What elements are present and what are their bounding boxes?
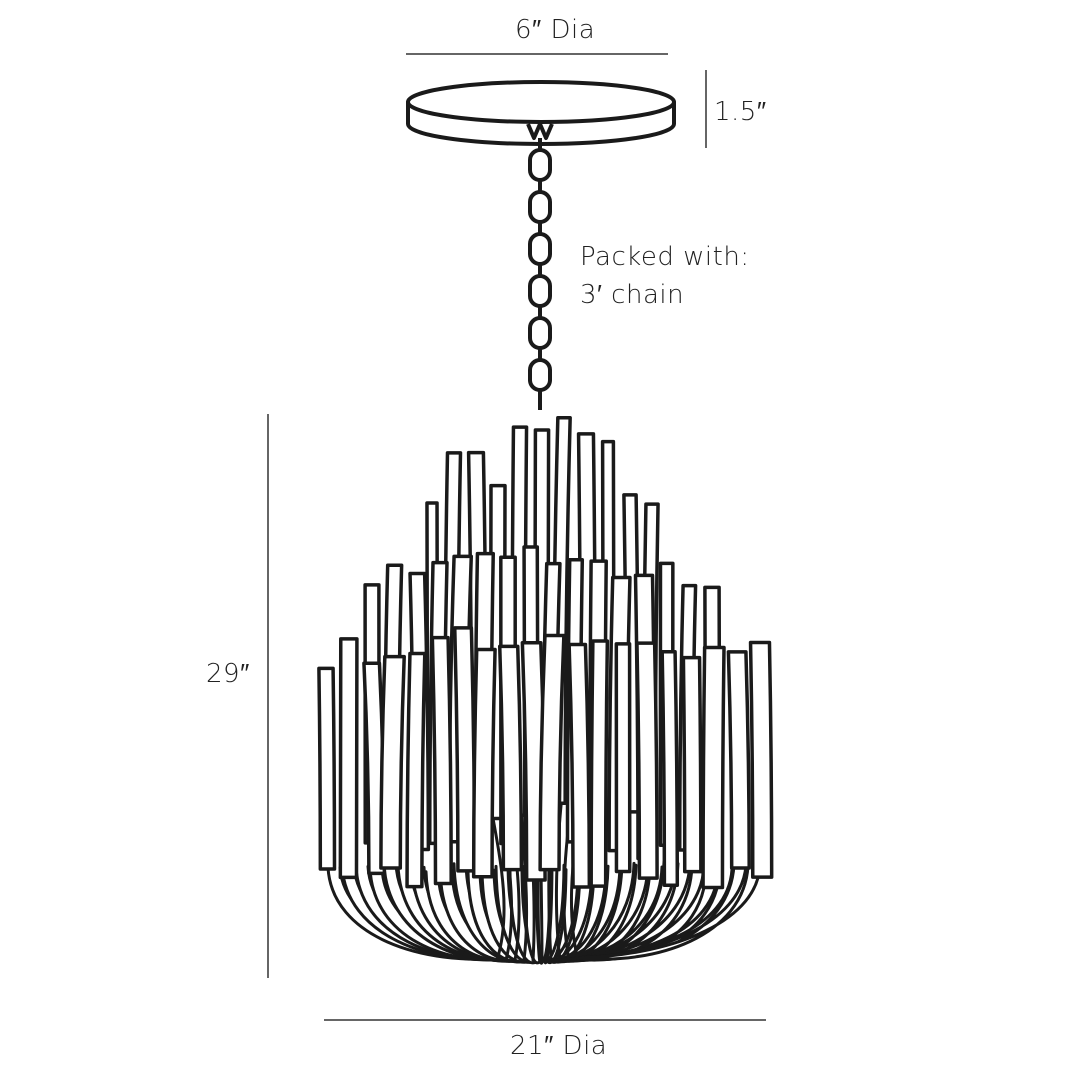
rod (567, 642, 592, 889)
rod (538, 633, 566, 872)
rod (614, 642, 632, 874)
rod (338, 637, 359, 880)
canopy (406, 80, 676, 146)
rod (635, 641, 659, 880)
rod (430, 635, 453, 886)
canopy-height-label: 1.5″ (714, 97, 767, 127)
rod-tail (548, 866, 594, 964)
canopy-diameter-label: 6″ Dia (515, 15, 596, 45)
rod-tail (578, 864, 762, 961)
rod-tail (573, 867, 734, 962)
rod-tail (571, 870, 720, 962)
packing-note: Packed with: 3′ chain (580, 238, 750, 314)
rod-tail (553, 864, 622, 964)
rod (726, 650, 751, 870)
fixture-diameter-label: 21″ Dia (510, 1031, 608, 1061)
overall-height-label: 29″ (206, 659, 250, 689)
rod (317, 666, 337, 871)
dimension-lines (267, 53, 766, 1021)
rod (497, 644, 524, 872)
rod (405, 651, 427, 889)
rod (589, 639, 610, 888)
rod (660, 650, 680, 887)
chain (526, 122, 554, 410)
rod (681, 655, 703, 874)
rod (379, 654, 406, 870)
fixture-body (317, 415, 774, 965)
packing-note-line-2: 3′ chain (580, 280, 685, 310)
rod (471, 647, 497, 879)
packing-note-line-1: Packed with: (580, 242, 750, 272)
rod (748, 640, 774, 879)
rod (701, 645, 726, 890)
rod (452, 626, 477, 873)
